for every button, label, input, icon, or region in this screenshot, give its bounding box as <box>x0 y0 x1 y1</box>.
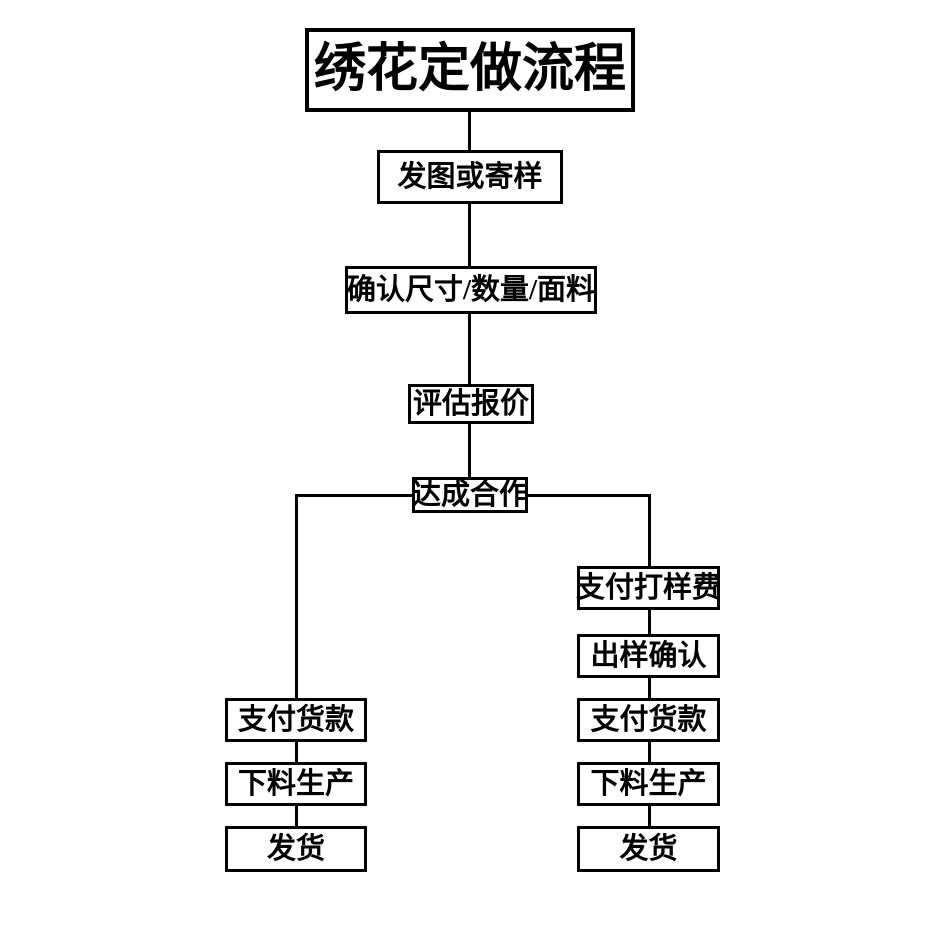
node-right-pay-goods: 支付货款 <box>577 698 720 742</box>
connector-right-produce-to-ship <box>648 806 651 828</box>
connector-right-pay-to-produce <box>648 742 651 764</box>
node-right-cut-produce: 下料生产 <box>577 762 720 806</box>
node-left-pay-goods: 支付货款 <box>225 698 367 742</box>
node-reach-cooperation: 达成合作 <box>412 477 528 513</box>
node-confirm-specs: 确认尺寸/数量/面料 <box>345 266 597 314</box>
node-left-ship: 发货 <box>225 826 367 872</box>
connector-evaluate-to-cooperation <box>468 424 471 479</box>
connector-send-to-confirm <box>468 204 471 266</box>
node-evaluate-quote: 评估报价 <box>408 384 534 424</box>
connector-title-to-send <box>468 110 471 150</box>
node-right-sample-confirm: 出样确认 <box>577 634 720 678</box>
node-send-image-or-sample: 发图或寄样 <box>377 150 563 204</box>
connector-left-pay-to-produce <box>295 742 298 764</box>
connector-left-branch-drop <box>295 494 298 700</box>
connector-left-produce-to-ship <box>295 806 298 828</box>
connector-right-branch-drop <box>648 494 651 568</box>
node-title: 绣花定做流程 <box>305 28 635 112</box>
connector-right-fee-to-sample <box>648 610 651 634</box>
node-right-ship: 发货 <box>577 826 720 872</box>
connector-right-sample-to-pay <box>648 678 651 700</box>
node-left-cut-produce: 下料生产 <box>225 762 367 806</box>
node-right-pay-sampling-fee: 支付打样费 <box>576 566 721 610</box>
connector-cooperation-branch-left <box>295 494 415 497</box>
connector-confirm-to-evaluate <box>468 314 471 384</box>
connector-cooperation-branch-right <box>525 494 651 497</box>
